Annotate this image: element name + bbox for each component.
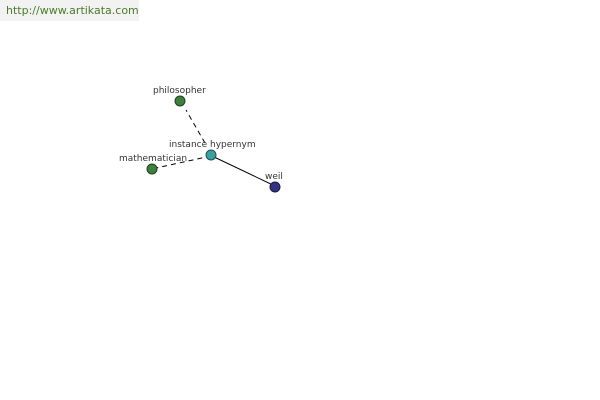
site-url-watermark[interactable]: http://www.artikata.com [0, 0, 139, 21]
node-philosopher[interactable] [174, 95, 186, 107]
edge-hub-weil [211, 155, 276, 187]
label-mathematician: mathematician [119, 154, 187, 164]
node-instance-hypernym[interactable] [205, 149, 217, 161]
edge-hub-mathematician [155, 155, 212, 169]
label-philosopher: philosopher [153, 86, 206, 96]
label-weil: weil [265, 172, 283, 182]
label-instance-hypernym: instance hypernym [169, 140, 256, 150]
node-weil[interactable] [269, 181, 281, 193]
node-mathematician[interactable] [146, 163, 158, 175]
edge-hub-philosopher [185, 109, 206, 144]
